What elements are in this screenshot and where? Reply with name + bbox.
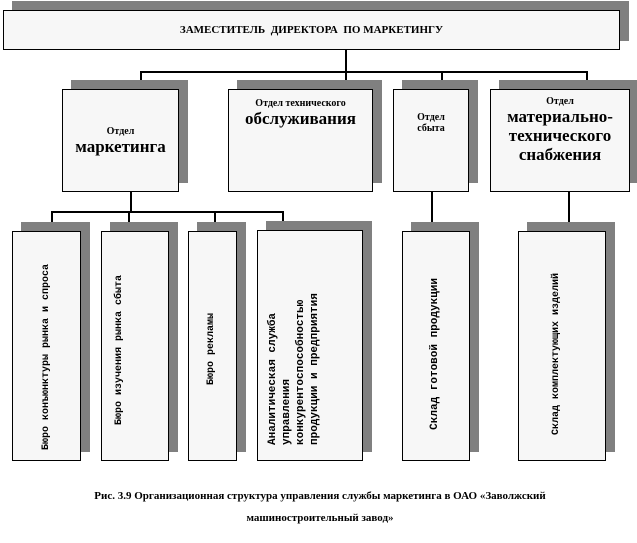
dept-marketing: Отдел маркетинга: [62, 89, 179, 192]
connector: [282, 211, 284, 231]
deputy-director-box: ЗАМЕСТИТЕЛЬ ДИРЕКТОРА ПО МАРКЕТИНГУ: [3, 10, 620, 50]
unit-label: Аналитическая служба управления конкурен…: [267, 293, 321, 445]
unit-label: Бюро рекламы: [206, 312, 217, 385]
connector: [128, 211, 130, 231]
dept-name: сбыта: [417, 123, 445, 134]
connector: [431, 192, 433, 231]
dept-label: Отдел технического: [255, 98, 346, 109]
figure-caption: Рис. 3.9 Организационная структура управ…: [94, 490, 546, 524]
unit-finished-goods-warehouse: Склад готовой продукции: [402, 231, 470, 461]
connector: [140, 71, 587, 73]
dept-supply: Отдел материально-технического снабжения: [490, 89, 630, 192]
connector: [568, 192, 570, 231]
connector: [345, 71, 347, 89]
dept-name: материально-технического снабжения: [507, 107, 613, 164]
unit-sales-research: Бюро изучения рынка сбыта: [101, 231, 169, 461]
unit-label: Склад комплектующих изделий: [551, 272, 562, 435]
unit-components-warehouse: Склад комплектующих изделий: [518, 231, 606, 461]
dept-label: Отдел: [546, 96, 574, 107]
dept-label: Отдел: [417, 112, 445, 123]
dept-sales: Отдел сбыта: [393, 89, 469, 192]
dept-name: обслуживания: [245, 109, 356, 128]
unit-market-research: Бюро конъюнктуры рынка и спроса: [12, 231, 81, 461]
dept-name: маркетинга: [75, 136, 166, 156]
connector: [51, 211, 53, 231]
connector: [130, 192, 132, 211]
unit-label: Бюро конъюнктуры рынка и спроса: [41, 263, 52, 450]
unit-advertising: Бюро рекламы: [188, 231, 237, 461]
unit-label: Бюро изучения рынка сбыта: [114, 274, 125, 425]
connector: [51, 211, 283, 213]
deputy-director-title: ЗАМЕСТИТЕЛЬ ДИРЕКТОРА ПО МАРКЕТИНГУ: [179, 24, 444, 36]
connector: [586, 71, 588, 89]
dept-tech-service: Отдел технического обслуживания: [228, 89, 373, 192]
connector: [140, 71, 142, 89]
unit-analytics: Аналитическая служба управления конкурен…: [257, 230, 363, 461]
connector: [345, 50, 347, 71]
connector: [214, 211, 216, 231]
dept-label: Отдел: [106, 125, 135, 137]
unit-label: Склад готовой продукции: [429, 278, 441, 430]
connector: [441, 71, 443, 89]
